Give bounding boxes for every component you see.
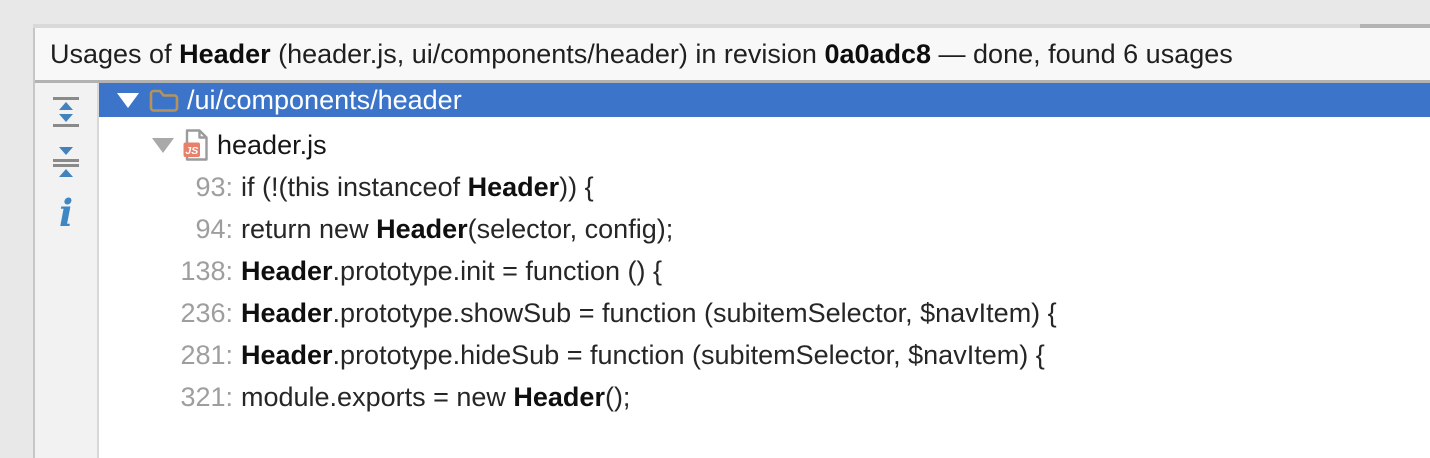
chevron-down-icon[interactable]: [117, 92, 139, 108]
usage-code-text: Header.prototype.init = function () {: [241, 256, 662, 287]
usage-code-text: Header.prototype.hideSub = function (sub…: [241, 340, 1045, 371]
highlighted-symbol: Header: [241, 339, 333, 370]
left-toolbar: i: [35, 83, 99, 458]
text-segment: (header.js, ui/components/header) in rev…: [270, 38, 825, 69]
js-file-icon: JS: [183, 129, 209, 161]
svg-text:JS: JS: [185, 145, 198, 157]
highlighted-symbol: Header: [179, 38, 271, 69]
usage-row[interactable]: 281: Header.prototype.hideSub = function …: [99, 334, 1430, 376]
usage-row[interactable]: 138: Header.prototype.init = function () …: [99, 250, 1430, 292]
highlighted-symbol: Header: [241, 255, 333, 286]
collapse-all-icon: [52, 146, 80, 180]
info-button[interactable]: i: [49, 190, 83, 235]
text-segment: .prototype.showSub = function (subitemSe…: [332, 297, 1057, 328]
chevron-down-icon[interactable]: [152, 137, 174, 153]
text-segment: — done, found 6 usages: [931, 38, 1233, 69]
directory-label: /ui/components/header: [187, 84, 462, 115]
line-number: 236:: [180, 297, 233, 328]
usages-title-bar: Usages of Header (header.js, ui/componen…: [35, 28, 1430, 83]
usage-row[interactable]: 93: if (!(this instanceof Header)) {: [99, 166, 1430, 208]
usage-row[interactable]: 236: Header.prototype.showSub = function …: [99, 292, 1430, 334]
highlighted-symbol: 0a0adc8: [824, 38, 932, 69]
popup-top-border-scrollbar: [1360, 24, 1430, 28]
usage-code-text: if (!(this instanceof Header)) {: [241, 172, 594, 203]
highlighted-symbol: Header: [241, 297, 333, 328]
usage-code-text: Header.prototype.showSub = function (sub…: [241, 298, 1057, 329]
collapse-all-button[interactable]: [49, 146, 83, 180]
usage-row[interactable]: 94: return new Header(selector, config);: [99, 208, 1430, 250]
folder-icon: [148, 87, 179, 114]
usage-row[interactable]: 321: module.exports = new Header();: [99, 376, 1430, 418]
highlighted-symbol: Header: [513, 381, 605, 412]
file-label: header.js: [217, 129, 327, 160]
usage-rows: 93:if (!(this instanceof Header)) {94:re…: [99, 166, 1430, 418]
usage-code-text: module.exports = new Header();: [241, 382, 630, 413]
expand-all-icon: [52, 96, 80, 130]
expand-all-button[interactable]: [49, 96, 83, 130]
popup-top-border: [33, 24, 1430, 28]
usages-title: Usages of Header (header.js, ui/componen…: [50, 39, 1233, 70]
line-number: 93:: [195, 171, 233, 202]
tree-row-file[interactable]: JS header.js: [99, 124, 1430, 166]
usage-code-text: return new Header(selector, config);: [241, 214, 673, 245]
text-segment: Usages of: [50, 38, 180, 69]
text-segment: module.exports = new: [241, 381, 514, 412]
line-number: 94:: [195, 213, 233, 244]
text-segment: if (!(this instanceof: [241, 171, 468, 202]
line-number: 281:: [180, 339, 233, 370]
text-segment: ();: [604, 381, 631, 412]
usages-panel: Usages of Header (header.js, ui/componen…: [33, 28, 1430, 458]
usages-panel-body: i /ui/components/header: [35, 83, 1430, 458]
text-segment: )) {: [559, 171, 594, 202]
line-number: 321:: [180, 381, 233, 412]
text-segment: .prototype.init = function () {: [332, 255, 662, 286]
usages-tree: /ui/components/header JS header.js: [99, 83, 1430, 458]
text-segment: (selector, config);: [467, 213, 674, 244]
text-segment: .prototype.hideSub = function (subitemSe…: [332, 339, 1045, 370]
line-number: 138:: [180, 255, 233, 286]
info-icon: i: [58, 190, 74, 235]
highlighted-symbol: Header: [467, 171, 560, 202]
tree-row-directory[interactable]: /ui/components/header: [99, 83, 1430, 117]
text-segment: return new: [241, 213, 377, 244]
highlighted-symbol: Header: [376, 213, 468, 244]
